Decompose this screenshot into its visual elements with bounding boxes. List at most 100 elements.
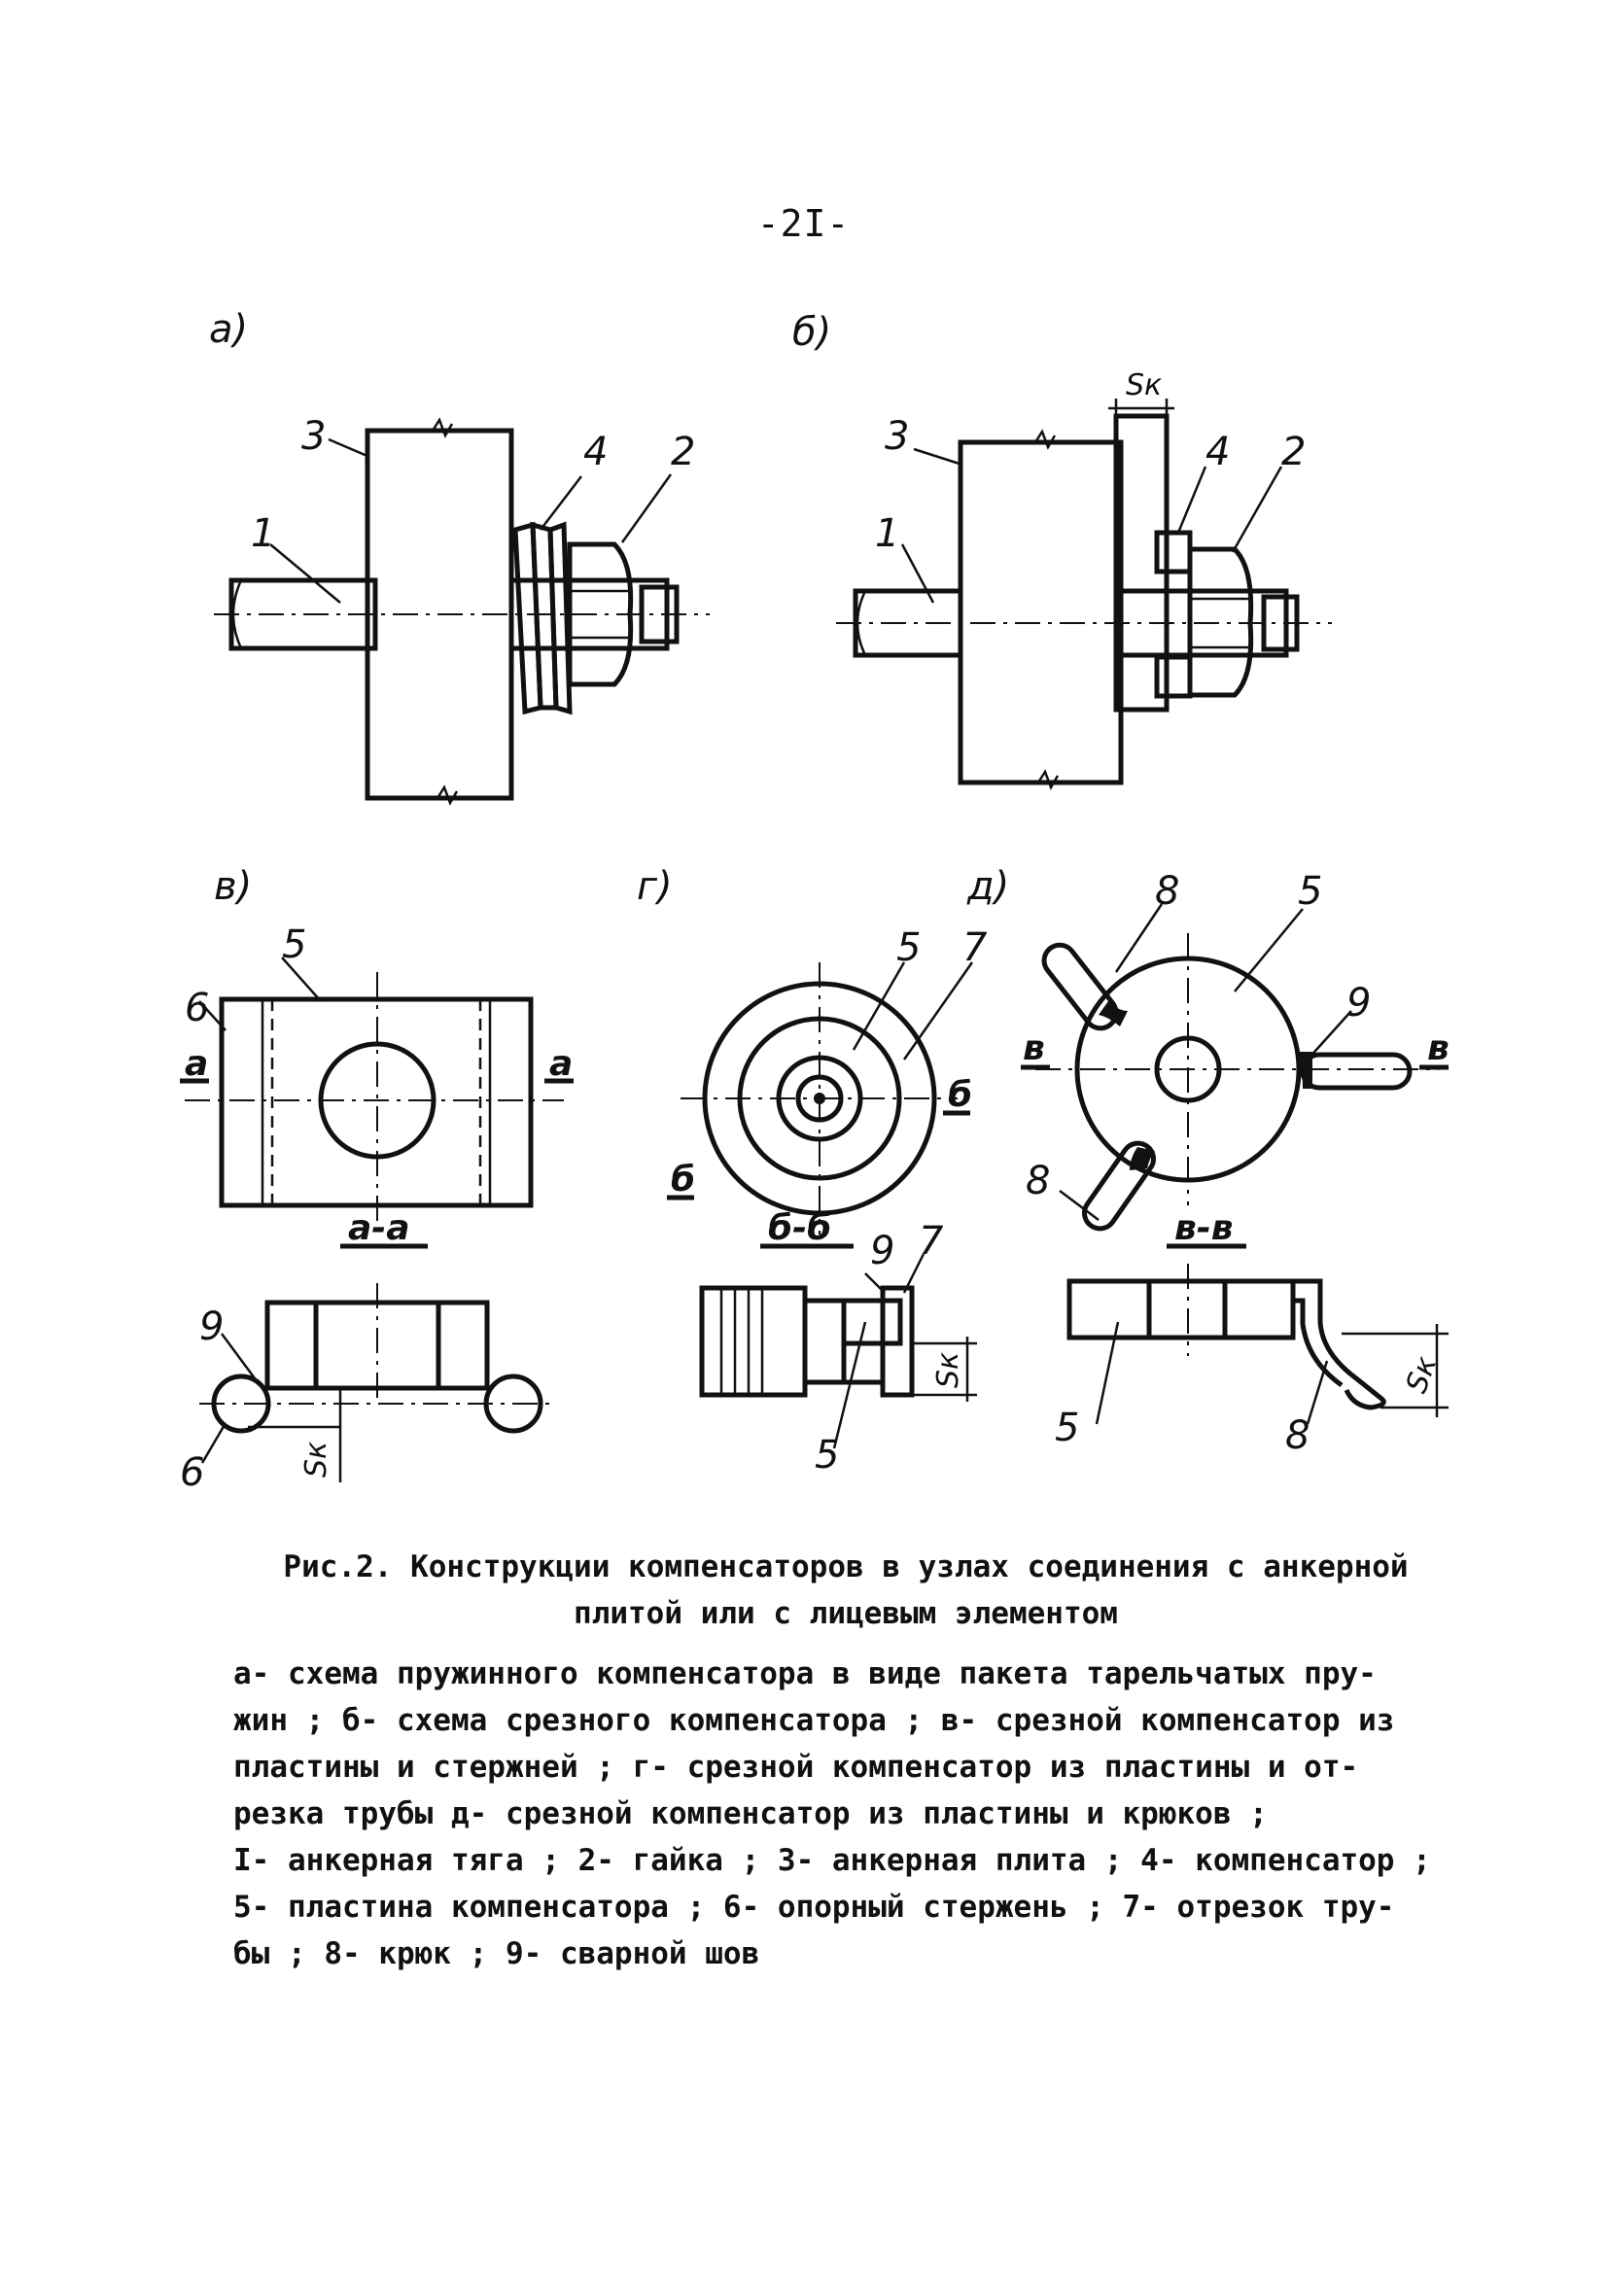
break-mark [1033,429,1057,450]
leader-line [281,957,322,1002]
panel-a-spring-compensator: а) 3 1 4 [209,307,710,806]
plate-section [1066,1278,1296,1340]
leader-line [198,1000,227,1031]
plate-section-hatched [1066,1278,1152,1340]
callout-3: 3 [301,414,326,459]
figure-legend: а- схема пружинного компенсатора в виде … [233,1651,1439,1977]
leader-line [913,447,963,467]
panel-d-plate-and-hooks: д) в в 8 5 9 8 в-в [966,864,1450,1458]
section-mark-b-left: б [671,1160,695,1200]
leader-line [1307,1010,1352,1061]
legend-line: резка трубы д- срезной компенсатор из пл… [233,1796,1268,1831]
panel-label-a: а) [209,307,248,352]
caption-line-2: плитой или с лицевым элементом [574,1596,1118,1631]
callout-6: 6 [180,1450,204,1495]
plate-section-hatched [841,1298,903,1346]
compensator-drawings-figure: а) 3 1 4 [180,307,1450,1495]
leader-line [1114,903,1164,973]
section-title-a-a: а-а [348,1208,410,1248]
legend-line: жин ; б- схема срезного компенсатора ; в… [233,1703,1395,1738]
compensator-plate [1113,413,1170,713]
section-mark-v-right: в [1427,1028,1450,1068]
section-mark-v-left: в [1023,1028,1045,1068]
leader-line [620,473,673,543]
hook-profile-inner [1293,1298,1344,1388]
callout-4: 4 [1205,430,1230,474]
callout-5: 5 [282,922,306,967]
rod-side-view [802,1298,847,1385]
section-title-b-b: б-б [768,1208,831,1248]
section-mark-a-left: а [185,1044,208,1084]
section-title-v-v: в-в [1174,1208,1234,1248]
callout-3: 3 [885,414,909,459]
break-mark [1036,769,1060,790]
callout-7: 7 [919,1219,944,1264]
leader-line [269,543,341,604]
callout-8: 8 [1026,1159,1050,1203]
leader-line [864,1272,886,1294]
disc-spring [547,521,573,715]
leader-line [1234,908,1304,992]
weld-gap [841,1340,886,1385]
dimension-sk: Sк [1126,368,1162,402]
callout-8: 8 [1285,1413,1310,1458]
section-mark-b-right: б [948,1075,972,1115]
legend-line: I- анкерная тяга ; 2- гайка ; 3- анкерна… [233,1843,1431,1878]
weld-seam [1099,1001,1128,1026]
callout-9: 9 [199,1305,224,1349]
callout-4: 4 [583,430,608,474]
panel-b-shear-compensator: б) Sк [792,310,1332,790]
panel-label-g: г) [637,864,673,909]
anchor-plate-section [958,439,1124,785]
leader-line [900,543,935,604]
callout-2: 2 [1281,430,1306,474]
break-mark [431,417,454,438]
weld-section [1154,654,1193,699]
callout-9: 9 [870,1229,894,1273]
leader-line [200,1422,227,1464]
plate-section-hatched [264,1300,319,1391]
weld-section [1154,530,1193,574]
callout-5: 5 [1298,869,1322,914]
legend-line: а- схема пружинного компенсатора в виде … [233,1656,1377,1691]
callout-5: 5 [896,925,921,970]
break-mark [436,784,459,806]
hook-profile [1293,1278,1386,1410]
leader-line [852,961,906,1051]
leader-line [540,475,582,531]
legend-line: бы ; 8- крюк ; 9- сварной шов [233,1936,760,1971]
callout-8: 8 [1155,869,1179,914]
caption-line-1: Рис.2. Конструкции компенсаторов в узлах… [283,1549,1409,1584]
leader-line [1176,466,1207,534]
panel-v-plate-and-rods: в) а а 5 6 а-а [180,864,574,1495]
leader-line [328,437,370,459]
pipe-segment-section [880,1285,915,1398]
hook-section [1041,942,1119,1031]
leader-line [1059,1190,1100,1221]
callout-9: 9 [1346,981,1371,1026]
hook-section [1081,1140,1157,1232]
dimension-sk: Sк [931,1352,965,1388]
leader-line [1095,1321,1120,1425]
leader-line [1306,1360,1329,1425]
legend-line: 5- пластина компенсатора ; 6- опорный ст… [233,1890,1395,1925]
callout-5: 5 [1055,1406,1079,1450]
panel-label-v: в) [214,864,252,909]
page-number: -2I- [756,202,851,245]
section-mark-a-right: а [549,1044,573,1084]
leader-line [902,1253,926,1294]
callout-2: 2 [671,430,695,474]
panel-label-d: д) [966,864,1009,909]
leader-line [1231,466,1283,553]
callout-1: 1 [251,511,275,556]
callout-5: 5 [815,1433,839,1478]
plate-side-view [699,1285,808,1398]
leader-line [832,1321,867,1449]
plate-section-hatched [436,1300,490,1391]
callout-6: 6 [185,986,209,1030]
leader-line [220,1333,257,1379]
panel-label-b: б) [792,310,831,355]
dimension-sk: Sк [299,1442,333,1478]
figure-caption: Рис.2. Конструкции компенсаторов в узлах… [233,1544,1458,1637]
